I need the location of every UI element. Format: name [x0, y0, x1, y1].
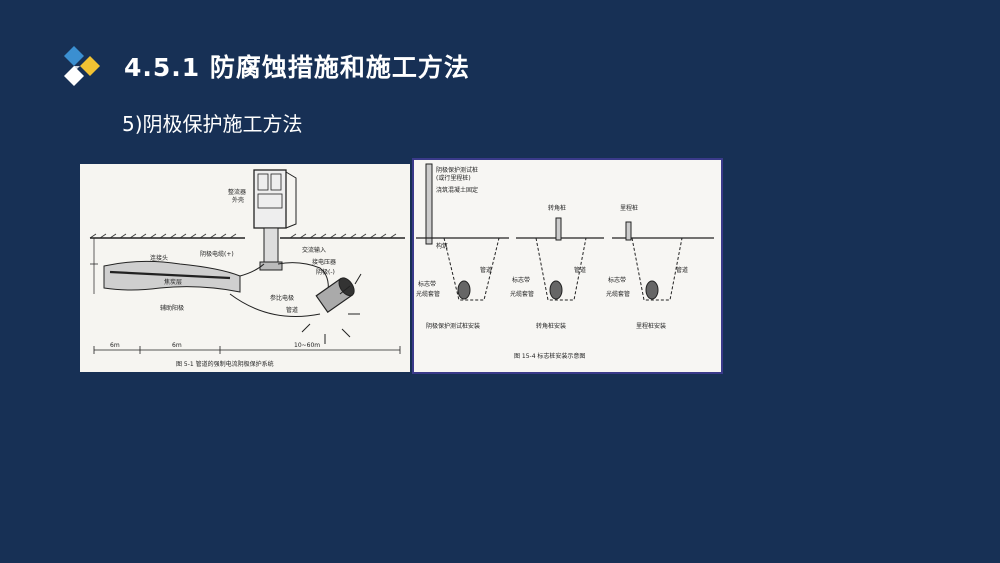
diamond-logo-icon	[64, 46, 100, 86]
label-rectifier-case: 外壳	[232, 196, 244, 204]
figure-left-caption: 图 5-1 管道的强制电流阴极保护系统	[176, 360, 274, 368]
label-sub3: 里程桩安装	[636, 322, 666, 330]
label-pipe-c: 管道	[676, 266, 688, 274]
label-sub1: 阴极保护测试桩安装	[426, 322, 480, 330]
figure-right-caption: 图 15-4 标志桩安装示意图	[514, 352, 585, 360]
label-casing-a: 光缆套管	[416, 290, 440, 298]
label-pipe: 管道	[286, 306, 298, 314]
label-ac-input: 交流输入	[302, 246, 326, 254]
label-casing-b: 光缆套管	[510, 290, 534, 298]
cathodic-protection-system-diagram: 整流器 外壳 阴极电缆(+) 交流输入 连接头 接电压器 阴极(-) 焦炭层 参…	[80, 164, 410, 372]
label-marker-tape-c: 标志带	[608, 276, 626, 284]
label-sub2: 转角桩安装	[536, 322, 566, 330]
label-pipe-b: 管道	[574, 266, 586, 274]
label-dim-6m-a: 6m	[110, 342, 120, 349]
label-casing-c: 光缆套管	[606, 290, 630, 298]
label-marker-tape-b: 标志带	[512, 276, 530, 284]
label-cathode: 阴极(-)	[316, 268, 335, 276]
label-test-post-alt: (或行里程桩)	[436, 174, 471, 182]
page-title: 4.5.1 防腐蚀措施和施工方法	[124, 53, 470, 82]
label-coke: 焦炭层	[164, 278, 182, 286]
label-pipe-a: 管道	[480, 266, 492, 274]
label-aux-anode: 辅助阳极	[160, 304, 184, 312]
label-joint: 连接头	[150, 254, 168, 262]
label-marker-tape-a: 标志带	[418, 280, 436, 288]
label-dim-range: 10~60m	[294, 342, 320, 349]
label-test-post: 阴极保护测试桩	[436, 166, 478, 174]
label-rectifier: 整流器	[228, 188, 246, 196]
section-subtitle: 5)阴极保护施工方法	[122, 112, 303, 136]
marker-post-installation-diagram: 阴极保护测试桩 (或行里程桩) 浇筑混凝土固定 构筑 标志带 光缆套管 管道 转…	[412, 158, 723, 374]
label-current-cable: 接电压器	[312, 258, 336, 266]
label-dim-6m-b: 6m	[172, 342, 182, 349]
label-turn-post: 转角桩	[548, 204, 566, 212]
label-mileage-post: 里程桩	[620, 204, 638, 212]
label-soil: 构筑	[436, 242, 448, 250]
label-reference-electrode: 参比电极	[270, 294, 294, 302]
label-cable-positive: 阴极电缆(+)	[200, 250, 234, 258]
label-concrete: 浇筑混凝土固定	[436, 186, 478, 194]
